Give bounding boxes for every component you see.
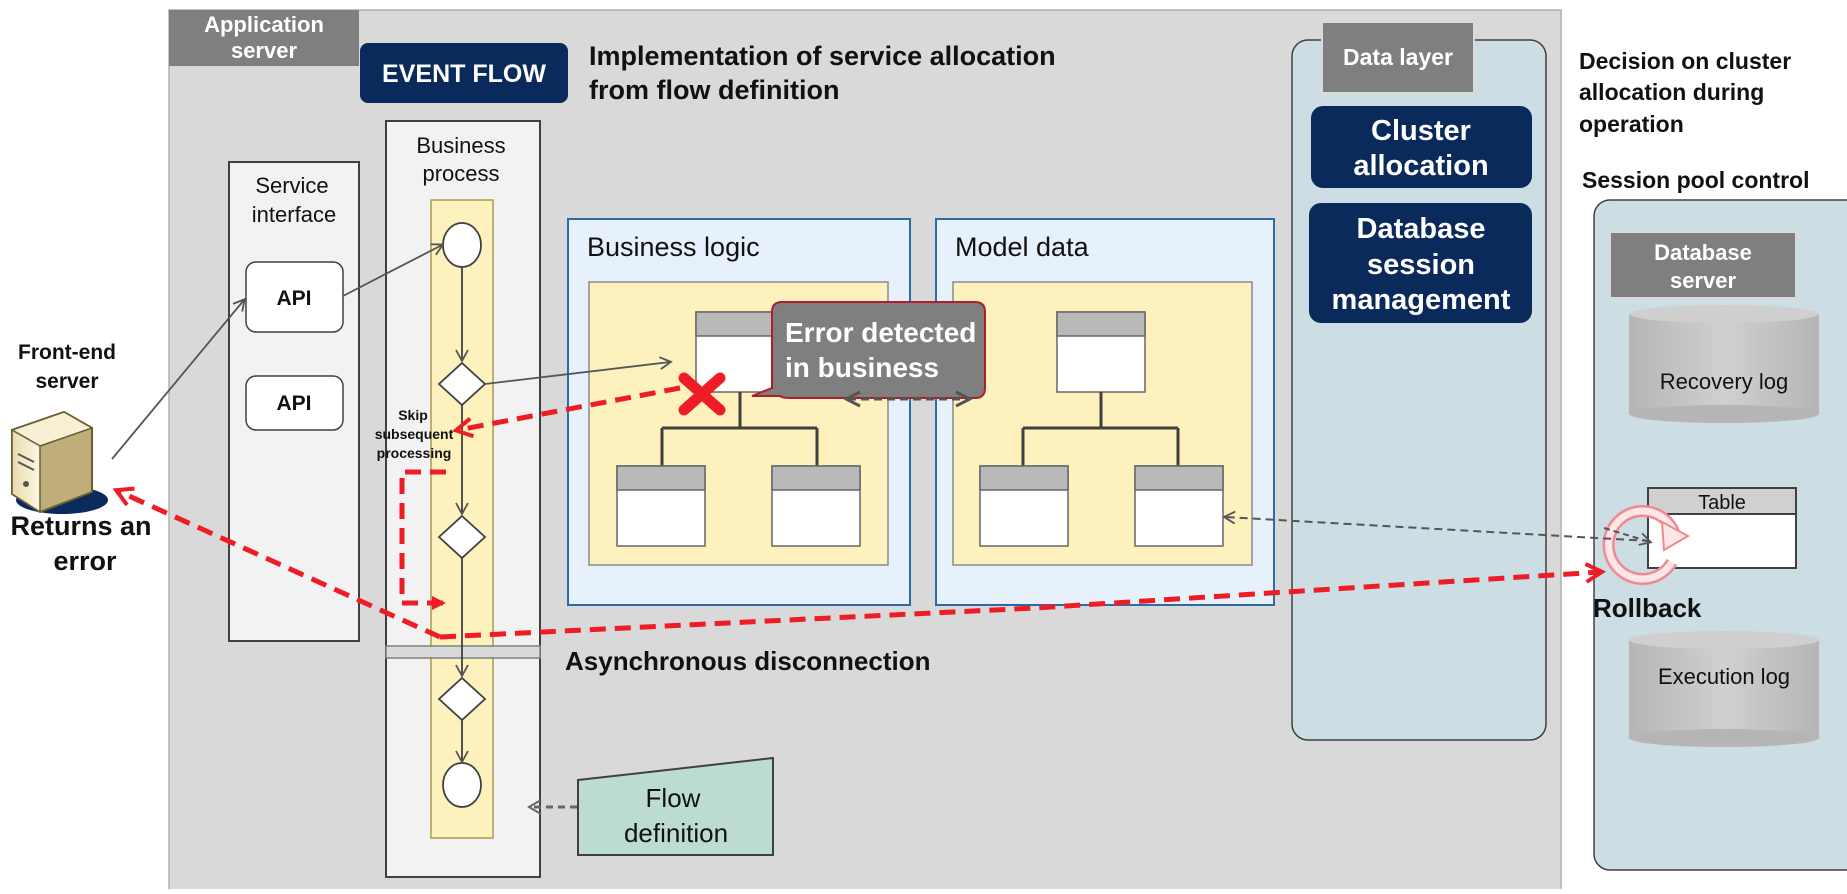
business-process-label-2: process — [422, 161, 499, 186]
event-flow-label: EVENT FLOW — [382, 60, 546, 88]
table-header — [1647, 487, 1797, 515]
heading-line-1: Implementation of service allocation — [589, 41, 1056, 71]
returns-error-label-1: Returns an — [10, 511, 151, 541]
execution-log-label: Execution log — [1658, 664, 1790, 689]
table-pointer-arrow — [1603, 527, 1653, 546]
database-server-label-2: server — [1670, 268, 1737, 293]
service-interface-label-1: Service — [255, 173, 328, 198]
decision-line-2: allocation during — [1579, 79, 1764, 105]
flow-nodes — [437, 222, 487, 808]
table-label: Table — [1698, 492, 1746, 514]
frontend-label-1: Front-end — [18, 341, 116, 364]
flow-definition-label-2: definition — [624, 818, 728, 848]
decision-line-1: Decision on cluster — [1579, 48, 1791, 74]
rollback-cycle-icon — [1602, 505, 1691, 585]
db-session-line-2: session — [1367, 249, 1475, 281]
db-session-management-badge — [1309, 203, 1532, 323]
recovery-log-label: Recovery log — [1660, 369, 1788, 394]
error-callout-line-1: Error detected — [785, 317, 976, 348]
business-process-label-1: Business — [416, 133, 505, 158]
data-layer-label-box — [1321, 21, 1475, 94]
skip-label-2: subsequent — [375, 426, 454, 442]
recovery-log-cylinder — [1629, 305, 1819, 423]
execution-log-cylinder — [1629, 631, 1819, 747]
api-label-1: API — [276, 287, 311, 310]
cluster-allocation-line-1: Cluster — [1371, 115, 1471, 147]
heading-line-2: from flow definition — [589, 75, 839, 105]
model-data-title: Model data — [955, 232, 1090, 262]
error-x-icon — [678, 372, 726, 416]
rollback-label: Rollback — [1593, 593, 1702, 623]
session-pool-label: Session pool control — [1582, 167, 1809, 193]
skip-label-3: processing — [377, 445, 452, 461]
application-server-label-box — [169, 10, 359, 66]
returns-error-label-2: error — [53, 546, 117, 576]
frontend-label-2: server — [35, 370, 98, 393]
async-separator — [385, 645, 541, 659]
error-callout-line-2: in business — [785, 352, 939, 383]
model-data-tree — [979, 311, 1224, 547]
error-callout — [751, 301, 986, 399]
database-server-label-box — [1609, 231, 1797, 299]
cluster-allocation-badge — [1311, 106, 1532, 188]
server-icon — [10, 410, 108, 514]
db-session-line-3: management — [1332, 284, 1511, 316]
data-layer-label: Data layer — [1343, 44, 1453, 70]
api-box-1 — [245, 261, 344, 333]
event-flow-badge — [360, 43, 568, 103]
table-to-model-arrow — [1222, 510, 1651, 542]
application-server-label-1: Application — [204, 12, 324, 37]
database-server-label-1: Database — [1654, 240, 1752, 265]
gray-arrows — [111, 243, 673, 460]
application-server-label-2: server — [231, 38, 298, 63]
skip-label-1: Skip — [398, 407, 428, 423]
error-flows — [118, 385, 1600, 640]
async-disconnection-label: Asynchronous disconnection — [565, 646, 931, 676]
decision-line-3: operation — [1579, 111, 1684, 137]
db-session-line-1: Database — [1357, 213, 1486, 245]
cluster-allocation-line-2: allocation — [1353, 150, 1488, 182]
flow-definition-label-1: Flow — [646, 783, 701, 813]
business-logic-tree — [616, 311, 861, 547]
api-box-2 — [245, 375, 344, 431]
business-logic-title: Business logic — [587, 232, 760, 262]
service-interface-label-2: interface — [252, 202, 336, 227]
flow-definition-box — [577, 756, 774, 856]
api-label-2: API — [276, 392, 311, 415]
